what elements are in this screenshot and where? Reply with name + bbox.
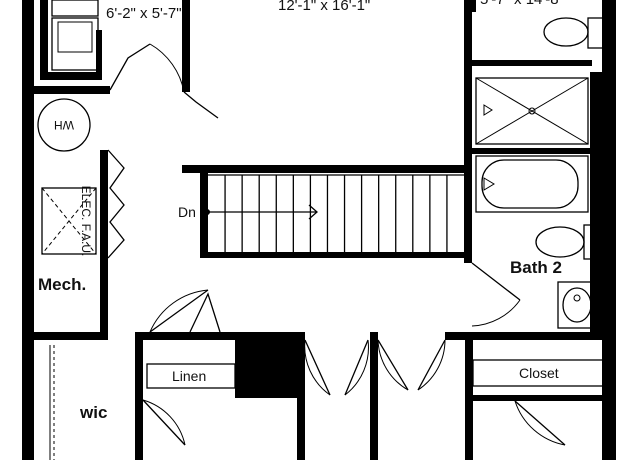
doors [107,43,566,446]
staircase [208,174,464,252]
bedroom-dimension: 12'-1" x 16'-1" [278,0,370,14]
furnace-label: ELEC. F.A.U. [79,186,93,257]
linen-label: Linen [172,368,206,384]
toilet-fixture [543,17,605,49]
water-heater: WH [37,98,91,152]
bathtub-fixture [475,155,589,213]
bath2-toilet [535,224,601,260]
laundry-dimension: 6'-2" x 5'-7" [106,5,182,22]
stairs-arrow [204,204,318,220]
stairs-direction-label: Dn [178,204,196,220]
bath2-label: Bath 2 [510,258,562,277]
wic-label: wic [79,403,107,422]
water-heater-label: WH [54,118,74,132]
bath2-sink [557,281,595,329]
shower-fixture [475,77,589,145]
mech-label: Mech. [38,275,86,294]
laundry-appliances [51,0,99,71]
bath-dimension: 5'-7" x 14'-8" [480,0,564,8]
furnace: ELEC. F.A.U. [41,186,97,257]
closet-label: Closet [519,365,559,381]
walls [22,0,616,460]
